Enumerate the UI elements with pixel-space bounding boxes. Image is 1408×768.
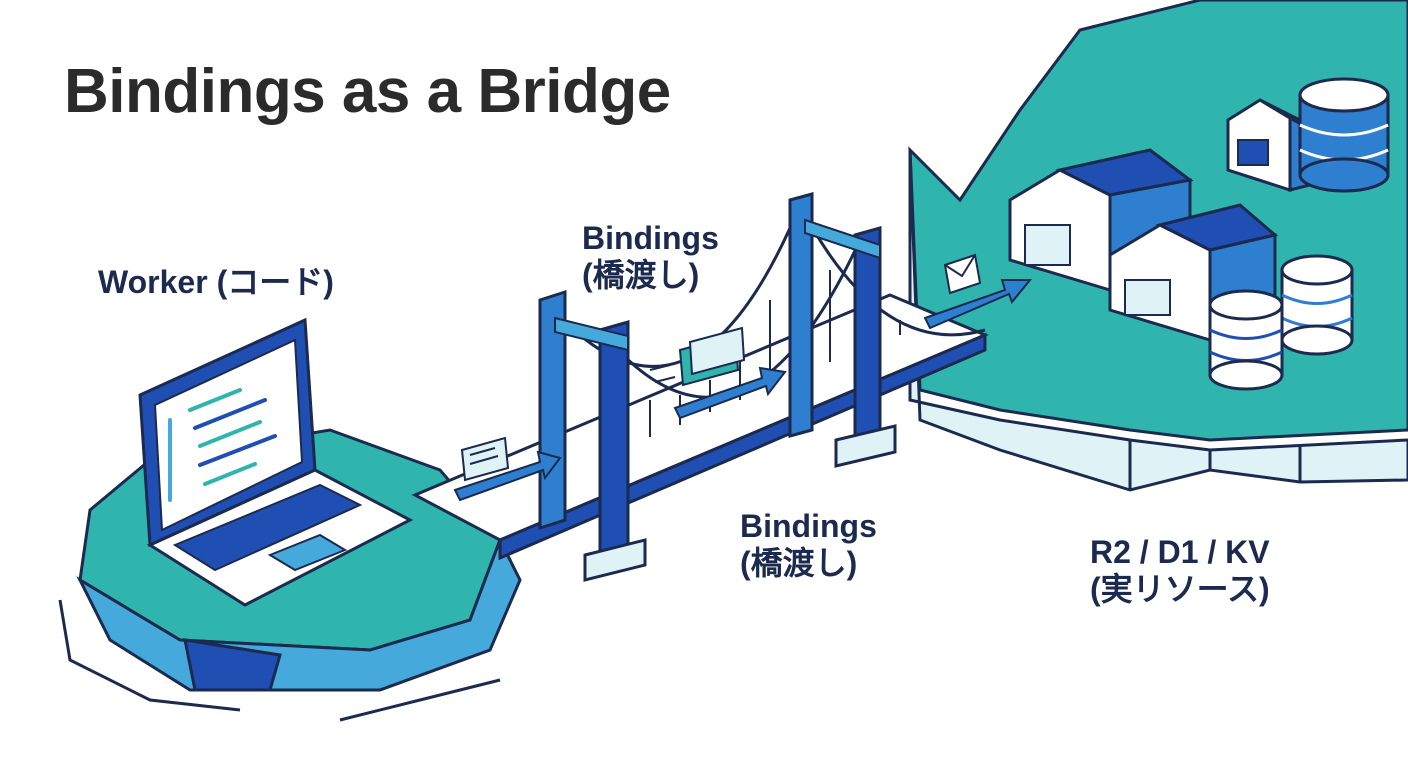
bindings-label-top: Bindings (橋渡し)	[582, 220, 719, 294]
bindings-label-top-line2: (橋渡し)	[582, 256, 700, 293]
page-title: Bindings as a Bridge	[64, 57, 671, 126]
database-icon	[1208, 289, 1284, 391]
flow-arrow-icon	[453, 279, 1033, 502]
resources-label-line1: R2 / D1 / KV	[1090, 534, 1270, 570]
bindings-label-bottom: Bindings (橋渡し)	[740, 508, 877, 582]
envelope-icon	[943, 253, 982, 295]
resources-label: R2 / D1 / KV (実リソース)	[1090, 534, 1270, 608]
laptop-icon	[138, 317, 414, 607]
resources-label-line2: (実リソース)	[1090, 570, 1270, 607]
database-icon	[1298, 77, 1390, 193]
data-packet-icon	[460, 436, 510, 482]
bindings-label-bottom-line2: (橋渡し)	[740, 544, 858, 581]
bindings-label-top-line1: Bindings	[582, 220, 719, 256]
bridge	[411, 192, 989, 582]
data-packet-icon	[649, 326, 746, 387]
database-icon	[1280, 254, 1354, 356]
worker-label: Worker (コード)	[98, 264, 334, 300]
bindings-label-bottom-line1: Bindings	[740, 508, 877, 544]
